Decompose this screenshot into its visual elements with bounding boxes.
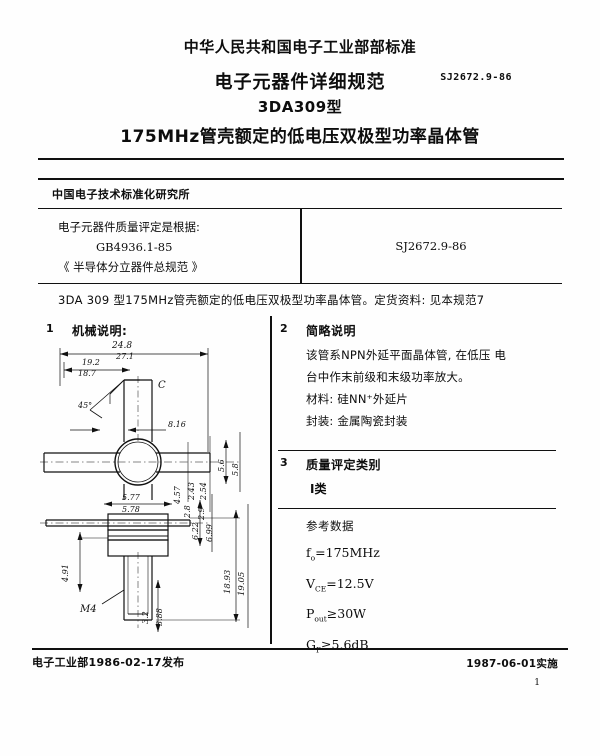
dim-label-left-b: 18.7 — [78, 369, 97, 378]
masthead-title: 中华人民共和国电子工业部部标准 — [183, 38, 417, 56]
basis-vertical-divider — [300, 209, 302, 283]
param-gp: GP≥5.6dB — [306, 632, 380, 663]
dim-label-body-a: 5.77 — [122, 493, 141, 502]
param-subscript: out — [314, 614, 327, 624]
dim-label-tall-b: 19.05 — [237, 572, 247, 596]
dim-label-left-h: 4.91 — [61, 564, 70, 583]
dim-label-right-c: 2.8 — [183, 505, 192, 519]
dim-label-v-d: 6.22 — [191, 522, 200, 540]
dim-label-v-c: 2.54 — [199, 482, 208, 501]
param-fo: fo=175MHz — [306, 540, 380, 571]
body-vertical-divider — [270, 316, 272, 644]
dim-label-bot-a: 3.2 — [141, 611, 150, 624]
param-relation: = — [315, 545, 326, 560]
header-rule-bottom — [38, 178, 564, 180]
page-title: 电子元器件详细规范 — [214, 72, 386, 93]
param-value: 5.6dB — [331, 636, 369, 652]
footer-rule — [32, 648, 568, 650]
page-subtitle: 175MHz管壳额定的低电压双极型功率晶体管 — [120, 127, 480, 147]
brief-line: 封装: 金属陶瓷封装 — [306, 414, 408, 428]
param-vce: VCE=12.5V — [306, 571, 380, 602]
footer-effective-info: 1987-06-01实施 — [466, 658, 558, 670]
basis-right-standard-number: SJ2672.9-86 — [395, 239, 467, 253]
dim-label-top-outer: 24.8 — [111, 341, 132, 351]
section-1-heading: 机械说明: — [72, 324, 128, 338]
header-rule-top — [38, 158, 564, 160]
section-1-number: 1 — [46, 322, 54, 335]
body-box: 1 机械说明: 2 简略说明 该管系NPN外延平面晶体管, 在低压 电 台中作末… — [38, 314, 562, 654]
param-value: 175MHz — [325, 545, 380, 560]
param-relation: = — [326, 575, 337, 591]
section-2-body: 该管系NPN外延平面晶体管, 在低压 电 台中作末前级和末级功率放大。 材料: … — [306, 344, 556, 432]
brief-line: 台中作末前级和末级功率放大。 — [306, 370, 470, 384]
param-relation: ≥ — [321, 636, 332, 652]
title-main-row: 电子元器件详细规范 SJ2672.9-86 — [0, 68, 600, 94]
dim-label-tall-a: 18.93 — [223, 570, 233, 594]
brief-line: 材料: 硅NN⁺外延片 — [306, 392, 409, 406]
footer-issue-info: 电子工业部1986-02-17发布 — [32, 656, 185, 669]
basis-box: 电子元器件质量评定是根据: GB4936.1-85 《 半导体分立器件总规范 》… — [38, 208, 562, 284]
param-symbol: f — [306, 545, 311, 560]
label-collector: C — [158, 380, 166, 391]
param-relation: ≥ — [326, 606, 338, 621]
dim-label-left-a: 19.2 — [82, 358, 100, 367]
institute-name: 中国电子技术标准化研究所 — [52, 188, 190, 201]
section-3-number: 3 — [280, 456, 288, 469]
param-symbol: G — [306, 636, 316, 652]
param-value: 30W — [337, 606, 367, 621]
dim-label-body-b: 5.78 — [122, 505, 140, 514]
reference-data-heading: 参考数据 — [306, 519, 354, 533]
label-thread: M4 — [79, 604, 97, 615]
reference-parameter-list: fo=175MHz VCE=12.5V Pout≥30W GP≥5.6dB — [306, 540, 380, 662]
param-symbol: P — [306, 606, 315, 621]
transistor-outline-svg: 24.8 27.1 19.2 18.7 45 — [40, 341, 249, 632]
section-separator-1 — [278, 450, 556, 452]
brief-line: 该管系NPN外延平面晶体管, 在低压 电 — [306, 348, 507, 362]
scope-line: 3DA 309 型175MHz管壳额定的低电压双极型功率晶体管。定货资料: 见本… — [58, 293, 485, 307]
param-symbol: V — [306, 575, 316, 591]
dim-label-bot-b: 3.88 — [155, 608, 164, 626]
section-2-heading: 简略说明 — [306, 324, 357, 338]
dim-label-right-b: 5.8 — [231, 463, 240, 476]
model-designation: 3DA309型 — [257, 98, 343, 116]
param-subscript: CE — [315, 584, 327, 593]
dim-label-right-d: 2.9 — [197, 507, 206, 521]
dim-label-top-inner: 27.1 — [115, 352, 134, 361]
basis-general-spec: 《 半导体分立器件总规范 》 — [58, 260, 204, 274]
page-number: 1 — [534, 678, 540, 688]
param-value: 12.5V — [336, 575, 374, 591]
basis-left-column: 电子元器件质量评定是根据: GB4936.1-85 《 半导体分立器件总规范 》 — [52, 217, 292, 277]
param-subscript: o — [310, 553, 316, 563]
param-pout: Pout≥30W — [306, 601, 380, 632]
dim-label-mid: 8.16 — [168, 420, 186, 429]
dim-label-v-a: 4.57 — [173, 485, 182, 505]
standard-number: SJ2672.9-86 — [440, 72, 512, 83]
dim-label-v-b: 2.43 — [187, 482, 196, 501]
section-separator-2 — [278, 508, 556, 510]
section-2-number: 2 — [280, 322, 288, 335]
dim-label-v-e: 6.99 — [205, 524, 214, 542]
basis-gb-number: GB4936.1-85 — [96, 240, 173, 254]
dim-label-right-a: 5.6 — [217, 459, 226, 472]
title-block: 电子元器件详细规范 SJ2672.9-86 3DA309型 175MHz管壳额定… — [0, 68, 600, 147]
section-3-heading: 质量评定类别 — [306, 458, 382, 472]
basis-intro-line: 电子元器件质量评定是根据: — [58, 220, 200, 234]
mechanical-drawing: 24.8 27.1 19.2 18.7 45 — [40, 332, 272, 637]
quality-class-value: Ⅰ类 — [310, 482, 327, 496]
dim-label-angle: 45° — [77, 401, 92, 410]
